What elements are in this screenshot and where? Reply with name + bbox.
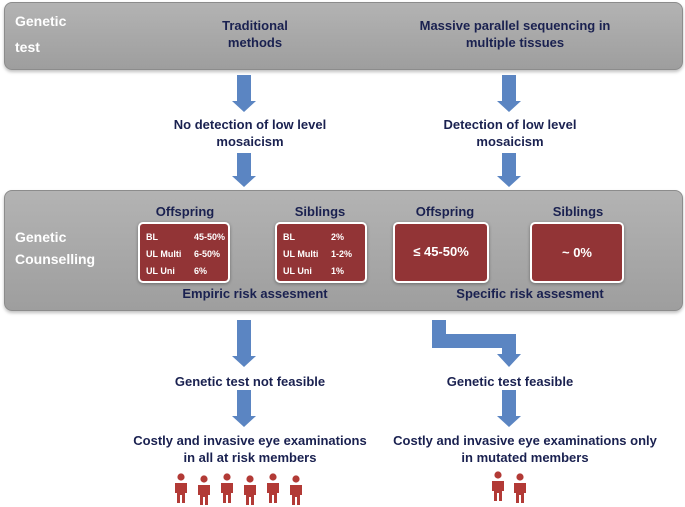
person-icon: [290, 475, 302, 505]
arrow-group: [232, 75, 521, 427]
person-icon: [492, 471, 504, 501]
arrow-not-feasible-to-exams: [232, 390, 256, 427]
test-not-feasible-text: Genetic test not feasible: [174, 374, 326, 389]
arrow-counselling-to-not-feasible: [232, 320, 256, 367]
arrow-feasible-to-exams: [497, 390, 521, 427]
specific-siblings-value: ~ 0%: [562, 245, 592, 260]
detection-text: Detection of low level mosaicism: [443, 117, 577, 149]
specific-siblings-heading: Siblings: [552, 204, 604, 219]
left-people-group: [175, 473, 302, 505]
test-feasible-text: Genetic test feasible: [446, 374, 574, 389]
genetic-counselling-label: Genetic Counselling: [15, 229, 96, 267]
specific-offspring-risk-box: ≤ 45-50%: [393, 222, 489, 283]
arrow-counselling-to-feasible: [432, 320, 521, 367]
arrow-mps-to-detection: [497, 75, 521, 112]
arrow-traditional-to-no-detection: [232, 75, 256, 112]
person-icon: [198, 475, 210, 505]
empiric-offspring-heading: Offspring: [155, 204, 215, 219]
person-icon: [244, 475, 256, 505]
right-examinations-text: Costly and invasive eye examinations onl…: [393, 433, 657, 465]
specific-risk-caption: Specific risk assesment: [456, 286, 604, 301]
arrow-detection-to-counselling: [497, 153, 521, 187]
specific-offspring-value: ≤ 45-50%: [413, 244, 469, 259]
traditional-methods-title: Traditional methods: [222, 18, 288, 50]
genetic-counselling-band: Genetic Counselling Offspring Siblings O…: [4, 190, 683, 311]
arrow-no-detection-to-counselling: [232, 153, 256, 187]
genetic-test-band: Genetic test Traditional methods Massive…: [4, 2, 683, 70]
genetic-test-label: Genetic test: [15, 13, 67, 55]
person-icon: [514, 473, 526, 503]
empiric-siblings-heading: Siblings: [294, 204, 346, 219]
left-examinations-text: Costly and invasive eye examinations in …: [133, 433, 367, 465]
no-detection-text: No detection of low level mosaicism: [173, 117, 327, 149]
mps-title: Massive parallel sequencing in multiple …: [419, 18, 611, 50]
specific-siblings-risk-box: ~ 0%: [530, 222, 624, 283]
right-people-group: [492, 471, 526, 503]
specific-offspring-heading: Offspring: [415, 204, 475, 219]
person-icon: [221, 473, 233, 503]
empiric-risk-caption: Empiric risk assesment: [182, 286, 328, 301]
person-icon: [175, 473, 187, 503]
person-icon: [267, 473, 279, 503]
